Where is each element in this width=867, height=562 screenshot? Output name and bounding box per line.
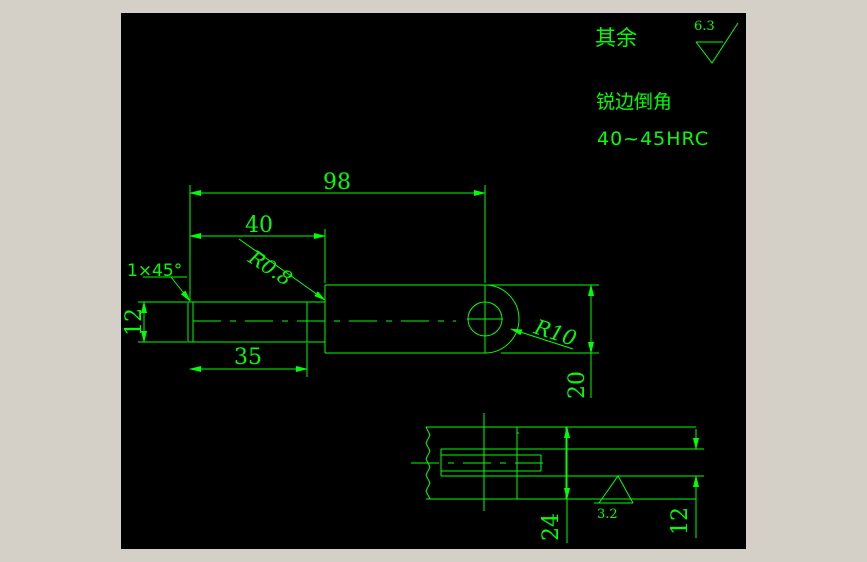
dim-slot-thickness: 12 — [668, 429, 704, 538]
edge-chamfer-note: 锐边倒角 — [596, 91, 672, 113]
dim-24: 24 — [539, 513, 564, 541]
dim-slot-height: 24 — [539, 426, 573, 543]
part-section-view — [411, 413, 696, 511]
part-main-view — [187, 284, 520, 354]
dim-20: 20 — [565, 371, 590, 399]
dim-35: 35 — [234, 345, 262, 370]
dim-chamfer: 1×45° — [127, 261, 191, 302]
cad-drawing: 其余 6.3 锐边倒角 40~45HRC — [122, 19, 739, 543]
dim-step-length: 40 — [189, 213, 326, 283]
dim-fillet-radius: R0.8 — [238, 238, 326, 301]
dim-shank-diameter: 12 — [122, 301, 187, 343]
dim-98: 98 — [323, 170, 351, 195]
dim-40: 40 — [245, 213, 273, 238]
roughness-symbol-local: 3.2 — [594, 475, 634, 522]
dim-overall-length: 98 — [189, 170, 486, 301]
roughness-rest-label: 其余 — [595, 26, 637, 50]
roughness-symbol-rest: 6.3 — [694, 19, 739, 64]
roughness-local-value: 3.2 — [597, 507, 618, 522]
dim-eye-radius: R10 — [510, 315, 580, 351]
cad-viewport[interactable]: 其余 6.3 锐边倒角 40~45HRC — [121, 13, 746, 549]
roughness-rest-value: 6.3 — [694, 19, 715, 34]
dim-eye-width: 20 — [487, 284, 599, 399]
dim-shank-length: 35 — [189, 343, 308, 377]
dim-r10: R10 — [531, 315, 580, 351]
dim-r0-8: R0.8 — [243, 245, 296, 291]
dim-1x45: 1×45° — [127, 261, 182, 281]
dim-12-slot: 12 — [668, 507, 693, 535]
hardness-note: 40~45HRC — [597, 128, 709, 150]
dim-12-shank: 12 — [122, 308, 147, 336]
